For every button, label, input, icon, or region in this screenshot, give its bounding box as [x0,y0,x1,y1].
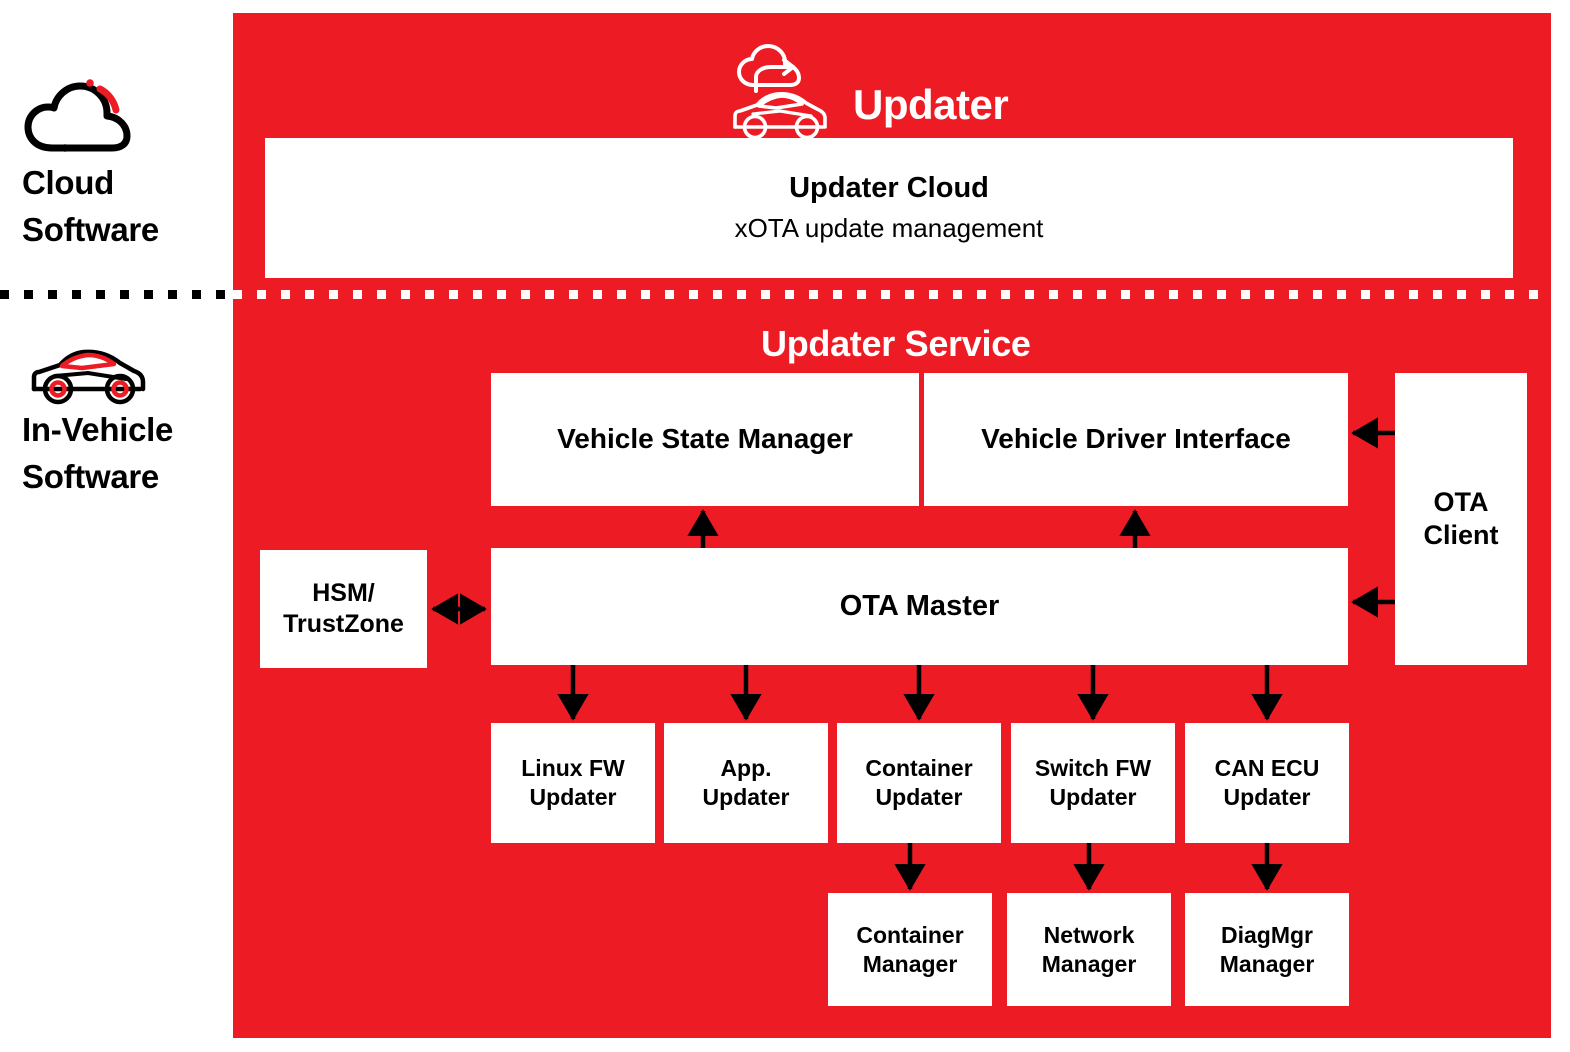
app-updater-line2: Updater [702,784,790,810]
can-ecu-updater-box[interactable]: CAN ECU Updater [1185,723,1349,843]
cloud-to-car-update-icon [723,35,838,140]
diagmgr-manager-box[interactable]: DiagMgr Manager [1185,893,1349,1006]
legend-cloud-line2: Software [22,210,159,248]
container-manager-line1: Container [856,921,964,948]
container-updater-line1: Container [865,755,973,782]
linux-fw-updater-line2: Updater [529,784,617,810]
cloud-vehicle-divider [0,290,1570,299]
page-title: Updater [853,81,1009,128]
network-manager-line1: Network [1043,921,1135,948]
car-icon [22,343,233,407]
vehicle-state-manager-box[interactable]: Vehicle State Manager [491,373,919,506]
legend-vehicle-line1: In-Vehicle [22,411,174,448]
legend-vehicle-line2: Software [22,457,159,495]
legend-cloud-line1: Cloud [22,164,114,201]
connector-arrows [431,417,1395,891]
diagmgr-manager-line2: Manager [1219,950,1315,977]
hsm-line2: TrustZone [283,610,404,638]
diagmgr-manager-line1: DiagMgr [1221,921,1313,948]
switch-fw-updater-box[interactable]: Switch FW Updater [1011,723,1175,843]
legend-cloud-label: Cloud Software [22,160,233,254]
updater-service-title: Updater Service [761,323,1031,364]
updater-cloud-subtitle: xOTA update management [734,213,1044,244]
app-updater-line1: App. [720,755,772,782]
network-manager-line2: Manager [1041,950,1137,977]
container-updater-line2: Updater [875,784,963,810]
divider-right-segment [233,290,1570,299]
container-manager-box[interactable]: Container Manager [828,893,992,1006]
linux-fw-updater-box[interactable]: Linux FW Updater [491,723,655,843]
updater-cloud-box[interactable]: Updater Cloud xOTA update management [265,138,1513,278]
ota-master-label: OTA Master [839,589,1000,622]
ota-master-box[interactable]: OTA Master [491,548,1348,665]
vehicle-state-manager-label: Vehicle State Manager [557,423,853,455]
vehicle-driver-interface-label: Vehicle Driver Interface [981,423,1291,455]
switch-fw-updater-line2: Updater [1049,784,1137,810]
can-ecu-updater-line2: Updater [1223,784,1311,810]
can-ecu-updater-line1: CAN ECU [1214,755,1320,782]
red-panel: Updater Updater Cloud xOTA update manage… [233,13,1551,1038]
legend-vehicle-label: In-Vehicle Software [22,407,233,501]
app-updater-box[interactable]: App. Updater [664,723,828,843]
container-manager-line2: Manager [862,950,958,977]
cloud-icon [22,72,233,160]
updater-cloud-title: Updater Cloud [789,172,989,205]
divider-left-segment [0,290,233,299]
linux-fw-updater-line1: Linux FW [521,755,625,782]
legend-cloud-software: Cloud Software [0,72,233,254]
legend-in-vehicle-software: In-Vehicle Software [0,343,233,501]
ota-client-line1: OTA [1433,486,1489,517]
network-manager-box[interactable]: Network Manager [1007,893,1171,1006]
vehicle-driver-interface-box[interactable]: Vehicle Driver Interface [924,373,1348,506]
hsm-line1: HSM/ [312,579,375,607]
ota-client-box[interactable]: OTA Client [1395,373,1527,665]
container-updater-box[interactable]: Container Updater [837,723,1001,843]
ota-client-line2: Client [1423,520,1499,550]
switch-fw-updater-line1: Switch FW [1034,755,1152,782]
hsm-trustzone-box[interactable]: HSM/ TrustZone [260,550,427,668]
